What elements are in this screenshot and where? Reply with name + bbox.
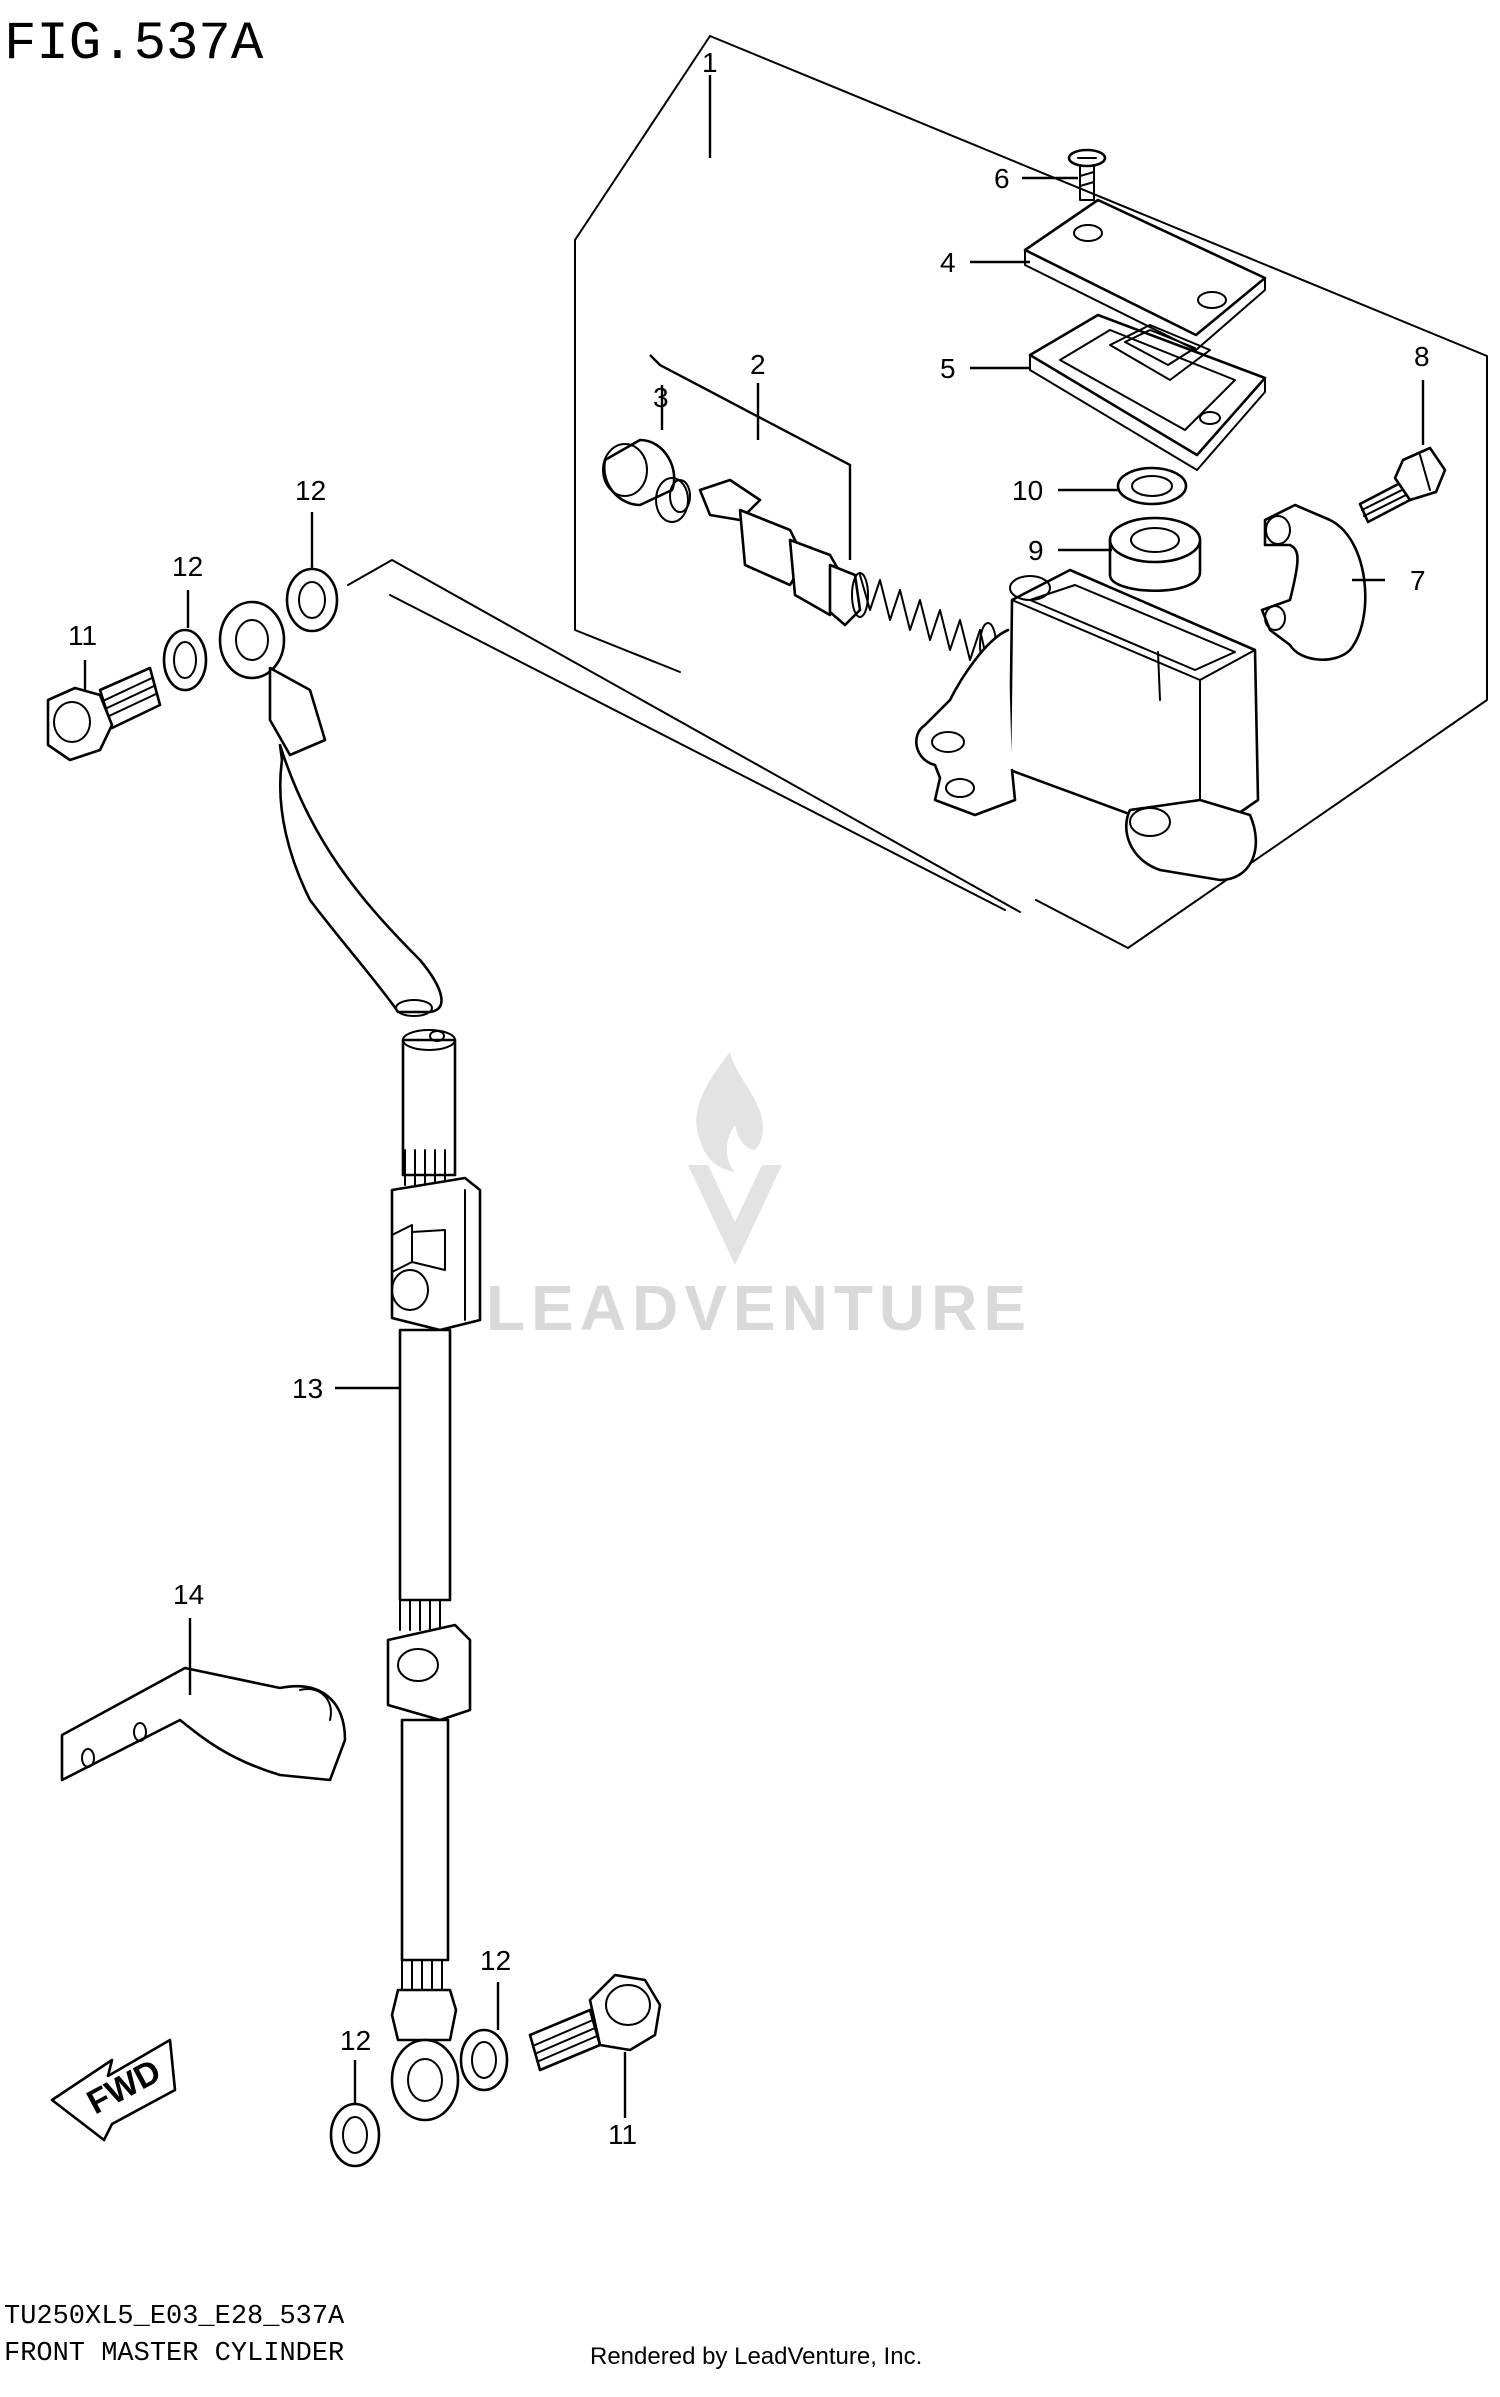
- callout-12-d: 12: [340, 2025, 371, 2056]
- part-11-banjo-bolt-bottom: [528, 1973, 662, 2072]
- part-12-washer-b: [285, 567, 339, 633]
- part-2-piston-assembly: [655, 477, 997, 668]
- part-3-boot: [602, 438, 676, 507]
- callout-13: 13: [292, 1373, 323, 1404]
- callout-14: 14: [173, 1579, 204, 1610]
- fwd-arrow-icon: FWD: [50, 2038, 177, 2142]
- callout-1: 1: [702, 47, 718, 78]
- callout-11-top: 11: [68, 620, 97, 651]
- watermark-text: LEADVENTURE: [486, 1272, 1032, 1344]
- watermark-flame-icon: [696, 1052, 763, 1172]
- callout-12-a: 12: [172, 551, 203, 582]
- watermark-v-icon: [688, 1165, 782, 1265]
- part-12-washer-d: [329, 2102, 381, 2168]
- master-cylinder-body: [915, 568, 1260, 882]
- callout-2: 2: [750, 349, 766, 380]
- part-6-cap-screw: [1067, 148, 1107, 201]
- callout-12-c: 12: [480, 1945, 511, 1976]
- part-4-reservoir-cap: [1023, 198, 1267, 351]
- part-7-handlebar-clamp: [1260, 503, 1367, 661]
- part-10-o-ring: [1116, 466, 1188, 506]
- callout-9: 9: [1028, 535, 1044, 566]
- callout-4: 4: [940, 247, 956, 278]
- callout-labels: 1 2 3 4 5 6 7 8 9 10 11 11 12 12 12 12 1…: [68, 47, 1430, 2150]
- figure-title: FIG.537A: [4, 14, 264, 75]
- assembly-outline: [347, 35, 1488, 949]
- leadventure-watermark: LEADVENTURE: [486, 1052, 1032, 1344]
- part-8-clamp-bolt: [1358, 446, 1447, 524]
- part-12-washer-a: [162, 628, 208, 692]
- piston-spring: [851, 572, 997, 668]
- callout-11-bottom: 11: [608, 2119, 637, 2150]
- callout-12-b: 12: [295, 475, 326, 506]
- part-9-boot: [1108, 516, 1202, 593]
- diagram-caption: FRONT MASTER CYLINDER: [4, 2339, 344, 2369]
- callout-7: 7: [1410, 565, 1426, 596]
- part-11-banjo-bolt-top: [46, 666, 162, 762]
- model-code: TU250XL5_E03_E28_537A: [4, 2302, 345, 2332]
- part-14-hose-bracket: [60, 1666, 347, 1782]
- render-credit: Rendered by LeadVenture, Inc.: [590, 2343, 922, 2370]
- leader-lines: [83, 75, 1425, 2118]
- part-13-brake-hose: [218, 600, 482, 2122]
- callout-6: 6: [994, 163, 1010, 194]
- callout-3: 3: [653, 382, 669, 413]
- part-12-washer-c: [459, 2028, 509, 2092]
- callout-5: 5: [940, 353, 956, 384]
- callout-8: 8: [1414, 341, 1430, 372]
- part-5-diaphragm: [1028, 313, 1267, 471]
- callout-10: 10: [1012, 475, 1043, 506]
